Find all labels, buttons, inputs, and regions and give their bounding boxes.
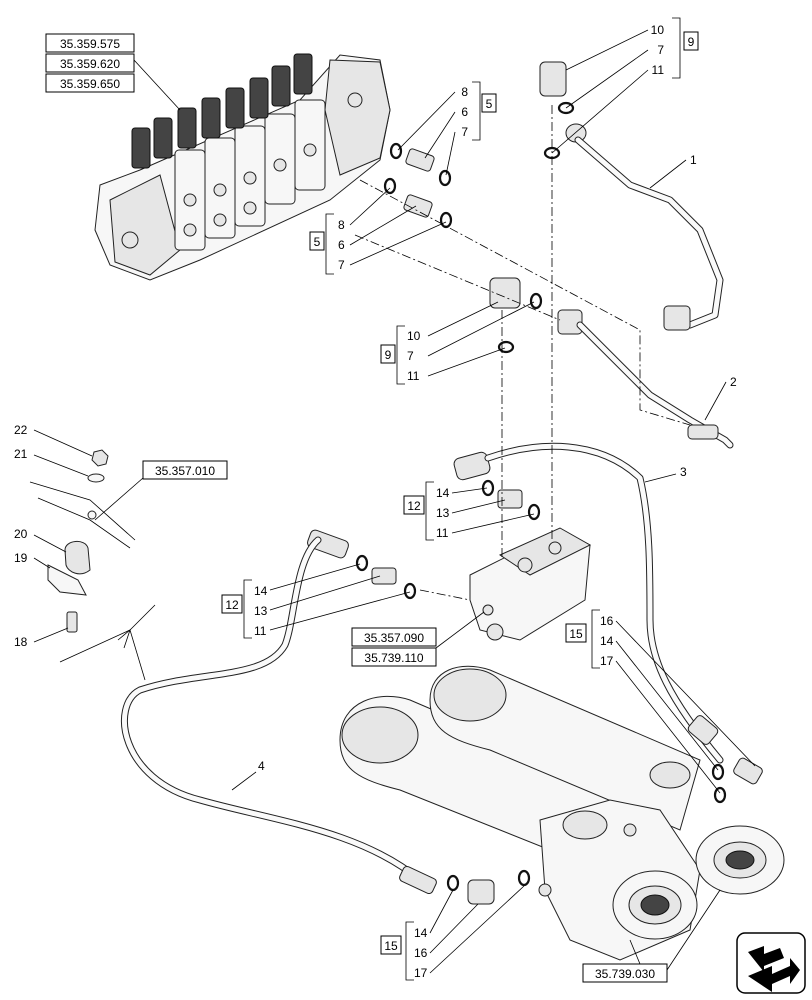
navigation-arrow-icon[interactable] [736,932,806,994]
clamp-20 [64,541,91,575]
svg-text:7: 7 [407,349,414,363]
svg-text:16: 16 [600,614,614,628]
cylinder-eye-upper [695,825,785,895]
valve-ports [121,92,363,249]
callout-group-12-left: 12 14 13 11 [221,563,411,639]
svg-text:3: 3 [680,465,687,479]
clamp-assembly [29,449,136,633]
callout-part-20: 20 [14,527,67,553]
ref-manifold[interactable]: 35.357.090 35.739.110 [351,611,485,667]
nut-22 [91,449,109,467]
ref-bracket[interactable]: 35.357.010 [94,460,228,521]
svg-text:8: 8 [461,85,468,99]
ref-cylinder[interactable]: 35.739.030 [582,889,721,983]
svg-text:35.359.575: 35.359.575 [60,37,120,51]
steel-pipe-1 [539,61,724,331]
svg-text:9: 9 [385,348,392,362]
svg-text:22: 22 [14,423,28,437]
control-valve-block [94,53,391,281]
svg-text:13: 13 [436,506,450,520]
callout-pipe-1: 1 [649,153,697,189]
hose-3 [453,442,724,764]
svg-text:11: 11 [254,624,267,638]
ref-valve-block[interactable]: 35.359.575 35.359.620 35.359.650 [45,33,181,111]
callout-part-19: 19 [14,551,51,569]
svg-text:15: 15 [569,627,583,641]
callout-group-5-bottom: 5 8 6 7 [309,187,447,275]
callout-group-9-top: 10 7 11 9 [551,17,699,154]
svg-text:11: 11 [652,63,665,77]
callout-group-5-top: 8 6 7 5 [397,81,497,176]
svg-text:16: 16 [414,946,428,960]
svg-text:5: 5 [314,235,321,249]
washer-21 [87,473,105,483]
callout-group-15-bottom: 15 14 16 17 [380,885,525,981]
svg-text:14: 14 [600,634,614,648]
svg-text:20: 20 [14,527,28,541]
svg-text:17: 17 [414,966,428,980]
svg-text:10: 10 [651,23,665,37]
exploded-view-lines [59,604,156,681]
steel-pipe-2 [489,277,734,449]
callout-hose-3: 3 [644,465,687,483]
callout-group-15-right: 15 16 14 17 [565,609,756,794]
svg-text:13: 13 [254,604,268,618]
manifold-block [469,527,592,641]
svg-text:35.739.030: 35.739.030 [595,967,655,981]
svg-text:35.739.110: 35.739.110 [364,651,423,665]
fittings-upper-valve [383,142,453,229]
svg-text:14: 14 [436,486,450,500]
cylinder-eye-lower [612,870,698,940]
valve-sections [174,99,326,251]
svg-text:6: 6 [338,238,345,252]
svg-text:35.359.620: 35.359.620 [60,57,120,71]
svg-text:19: 19 [14,551,28,565]
svg-text:12: 12 [225,598,239,612]
svg-text:18: 18 [14,635,28,649]
svg-text:10: 10 [407,329,421,343]
svg-text:21: 21 [14,447,28,461]
svg-text:6: 6 [461,105,468,119]
hose-4 [121,529,531,905]
svg-text:12: 12 [407,499,421,513]
callout-group-9-mid: 9 10 7 11 [380,301,535,385]
svg-text:11: 11 [436,526,449,540]
callout-group-12-mid: 12 14 13 11 [403,481,535,541]
callout-part-18: 18 [14,627,69,649]
hydraulic-cylinders [339,665,785,961]
svg-text:14: 14 [254,584,268,598]
svg-text:11: 11 [407,369,420,383]
svg-text:7: 7 [338,258,345,272]
svg-text:7: 7 [461,125,468,139]
svg-text:7: 7 [657,43,664,57]
svg-text:35.357.090: 35.357.090 [364,631,424,645]
svg-text:1: 1 [690,153,697,167]
bolt-18 [66,611,78,633]
svg-text:5: 5 [486,97,493,111]
svg-text:35.357.010: 35.357.010 [155,464,215,478]
svg-text:2: 2 [730,375,737,389]
svg-text:35.359.650: 35.359.650 [60,77,120,91]
solenoid-coils [131,53,313,169]
callout-pipe-2: 2 [704,375,737,421]
svg-text:14: 14 [414,926,428,940]
callout-hose-4: 4 [231,759,265,791]
svg-text:15: 15 [384,939,398,953]
svg-text:8: 8 [338,218,345,232]
svg-text:9: 9 [688,35,695,49]
clamp-plate-19 [47,564,87,596]
svg-text:17: 17 [600,654,614,668]
callout-part-22: 22 [14,423,93,457]
callout-part-21: 21 [14,447,89,477]
svg-text:4: 4 [258,759,265,773]
flow-path-lines [354,105,691,601]
